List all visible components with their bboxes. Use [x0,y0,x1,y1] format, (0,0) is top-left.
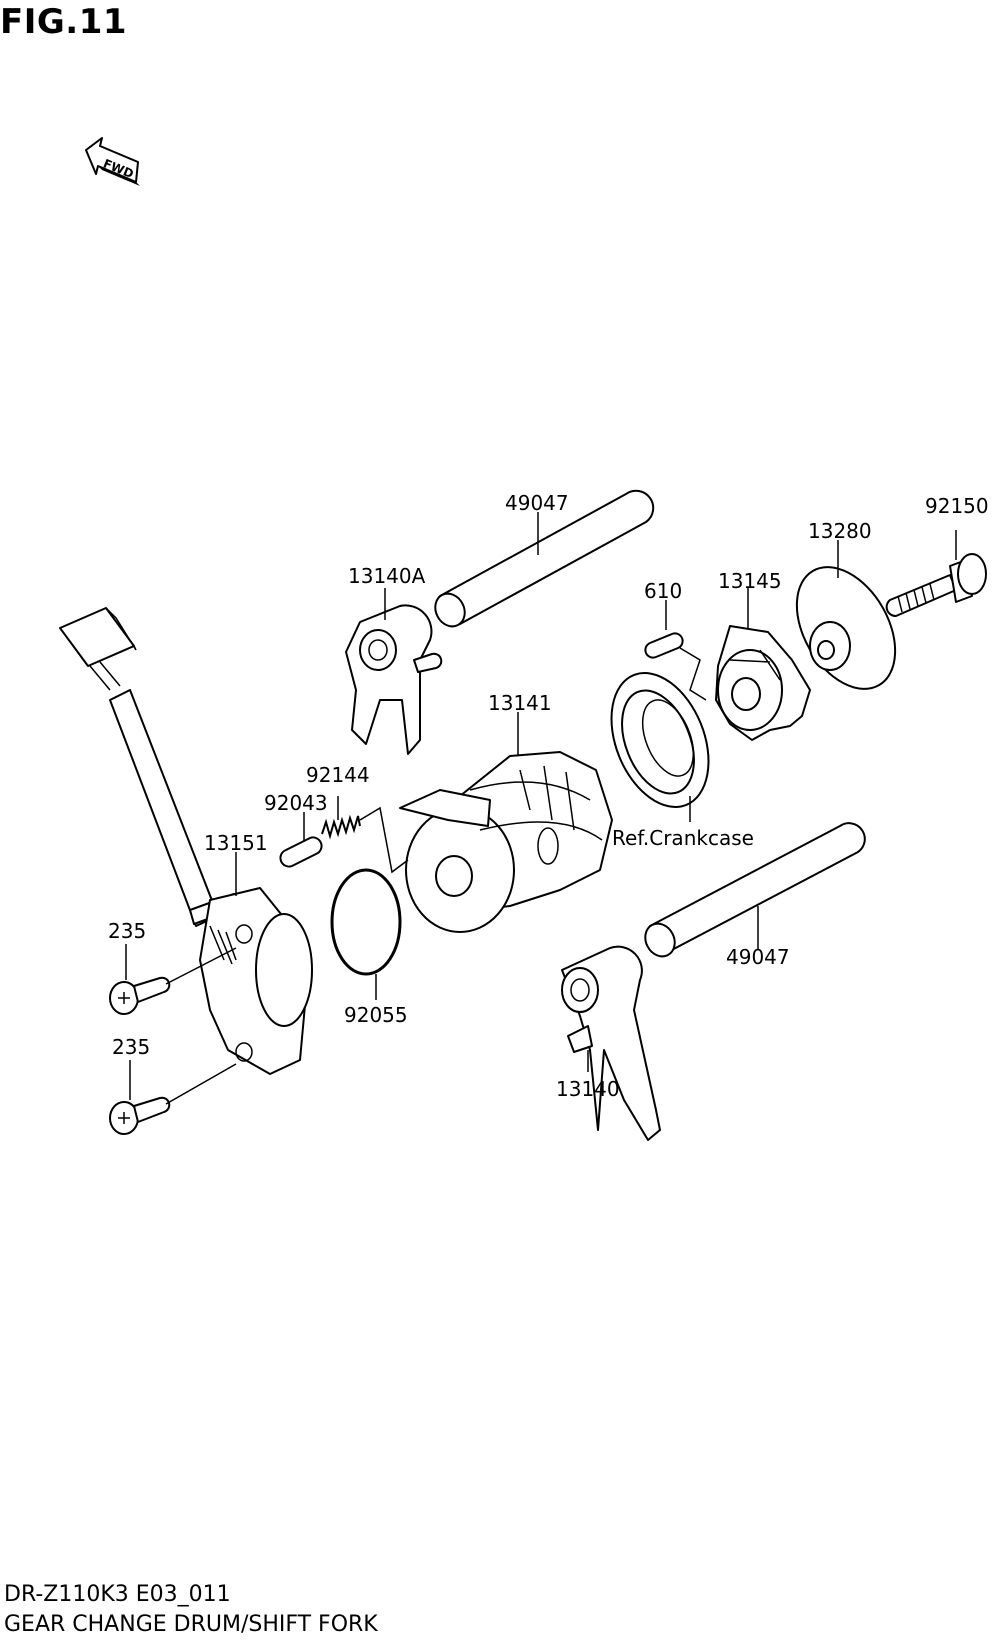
callout-235-top: 235 [108,919,146,943]
callout-13280: 13280 [808,519,872,543]
callout-49047-top: 49047 [505,491,569,515]
part-92055-o-ring [330,868,402,976]
part-13280-plate [795,566,897,690]
callout-610: 610 [644,579,682,603]
callout-13151: 13151 [204,831,268,855]
part-13140-shift-fork [561,945,661,1141]
callout-92043: 92043 [264,791,328,815]
callout-235-bottom: 235 [112,1035,150,1059]
part-49047-top-shaft [434,489,655,628]
part-235-screw-top [109,976,171,1015]
part-92043-pin [279,836,323,868]
part-92144-spring [321,814,361,840]
part-92150-bolt [885,553,987,618]
part-13151-gear-position-sensor [59,607,313,1075]
callout-ref-crankcase: Ref.Crankcase [612,826,754,850]
callout-13140: 13140 [556,1077,620,1101]
part-bearing [610,672,710,808]
callout-13145: 13145 [718,569,782,593]
part-13145-cam [715,625,811,741]
footer-model-code: DR-Z110K3 E03_011 [4,1582,231,1607]
part-235-screw-bottom [109,1096,171,1135]
leader-92144-link [359,806,409,874]
part-49047-bottom-shaft [644,822,866,958]
figure-title: FIG.11 [0,2,128,42]
part-13141-gear-drum [399,751,613,933]
callout-92144: 92144 [306,763,370,787]
callout-13141: 13141 [488,691,552,715]
callout-13140A: 13140A [348,564,426,588]
callout-92150: 92150 [925,494,989,518]
leader-610-link [679,647,707,701]
part-610-pin [644,632,684,659]
fwd-arrow-icon: FWD [85,137,140,186]
leader-235-bottom-link [165,1063,237,1105]
callout-92055: 92055 [344,1003,408,1027]
footer-figure-name: GEAR CHANGE DRUM/SHIFT FORK [4,1612,378,1637]
callout-49047-bottom: 49047 [726,945,790,969]
part-13140A-shift-fork [345,604,443,755]
leader-235-top-link [165,947,237,985]
